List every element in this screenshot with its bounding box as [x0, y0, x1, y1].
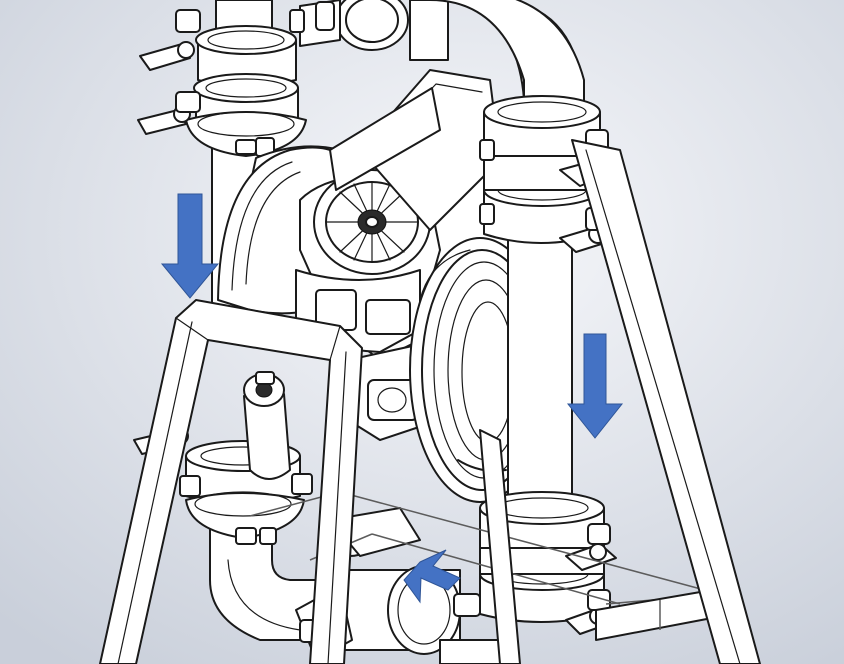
arrow-down-left [160, 193, 220, 299]
a-frame-stand [99, 139, 761, 664]
arrow-down-right [566, 333, 624, 439]
arrow-up-diagonal [403, 549, 461, 604]
top-center-port [289, 0, 449, 61]
top-left-clamp [137, 9, 307, 157]
flow-arrows [160, 193, 624, 604]
